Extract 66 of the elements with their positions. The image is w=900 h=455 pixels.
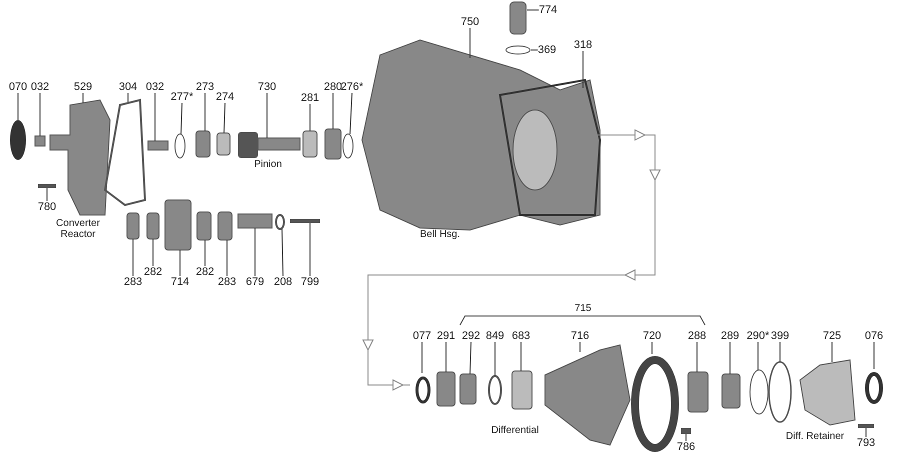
callout-number: 077 — [412, 330, 432, 342]
callout-number: 276* — [340, 81, 364, 93]
leader-line — [154, 92, 156, 142]
leader-line — [180, 102, 182, 134]
callout-number: 318 — [574, 39, 592, 51]
callout-number: 715 — [574, 303, 592, 314]
leader-line — [82, 92, 84, 104]
callout-number: 208 — [274, 276, 292, 288]
callout-number: 282 — [196, 266, 214, 278]
leader-line — [224, 102, 226, 134]
callout-number: 283 — [218, 276, 236, 288]
callout-number: 720 — [642, 330, 662, 342]
callout-number: 679 — [246, 276, 264, 288]
leader-line — [152, 238, 154, 266]
callout-number: 725 — [822, 330, 842, 342]
part-label: Differential — [491, 425, 539, 436]
leader-line — [470, 342, 472, 374]
leader-line — [226, 240, 228, 276]
leader-line — [282, 228, 284, 276]
callout-number: 799 — [300, 276, 320, 288]
callout-number: 076 — [864, 330, 884, 342]
leader-line — [520, 342, 522, 372]
callout-number: 282 — [144, 266, 162, 278]
leader-line — [254, 228, 256, 276]
callout-number: 750 — [460, 16, 480, 28]
callout-number: 683 — [512, 330, 530, 342]
callout-number: 793 — [856, 437, 876, 449]
leader-line — [582, 50, 584, 88]
callout-number: 070 — [8, 81, 28, 93]
callout-number: 280 — [324, 81, 342, 93]
callout-number: 288 — [688, 330, 706, 342]
leader-line — [494, 342, 496, 376]
callout-number: 032 — [30, 81, 50, 93]
callout-number: 716 — [570, 330, 590, 342]
leader-line — [696, 342, 698, 372]
callout-number: 786 — [676, 441, 696, 453]
part-label: Pinion — [254, 159, 282, 170]
callout-number: 290* — [746, 330, 770, 342]
callout-number: 304 — [118, 81, 138, 93]
callout-number: 291 — [436, 330, 456, 342]
callout-number: 529 — [74, 81, 92, 93]
callout-number: 780 — [38, 201, 56, 213]
leader-line — [132, 238, 134, 276]
leader-line — [350, 92, 352, 134]
leader-line — [266, 92, 268, 138]
callout-number: 369 — [538, 44, 556, 56]
callout-number: 274 — [216, 91, 234, 103]
callout-number: 399 — [770, 330, 790, 342]
callout-number: 281 — [300, 92, 320, 104]
callout-number: 289 — [720, 330, 740, 342]
callout-number: 283 — [124, 276, 142, 288]
callout-number: 774 — [538, 4, 558, 16]
part-label: Diff. Retainer — [786, 431, 844, 442]
callout-number: 730 — [258, 81, 276, 93]
callout-number: 277* — [170, 91, 194, 103]
callout-number: 032 — [146, 81, 164, 93]
leader-line — [46, 188, 48, 202]
leader-line — [204, 240, 206, 266]
part-label: Bell Hsg. — [420, 229, 460, 240]
callout-number: 714 — [170, 276, 190, 288]
callout-number: 849 — [486, 330, 504, 342]
callout-number: 292 — [462, 330, 480, 342]
part-label: Converter Reactor — [55, 218, 101, 240]
leader-line — [204, 92, 206, 132]
leader-line — [332, 92, 334, 130]
callout-number: 273 — [196, 81, 214, 93]
